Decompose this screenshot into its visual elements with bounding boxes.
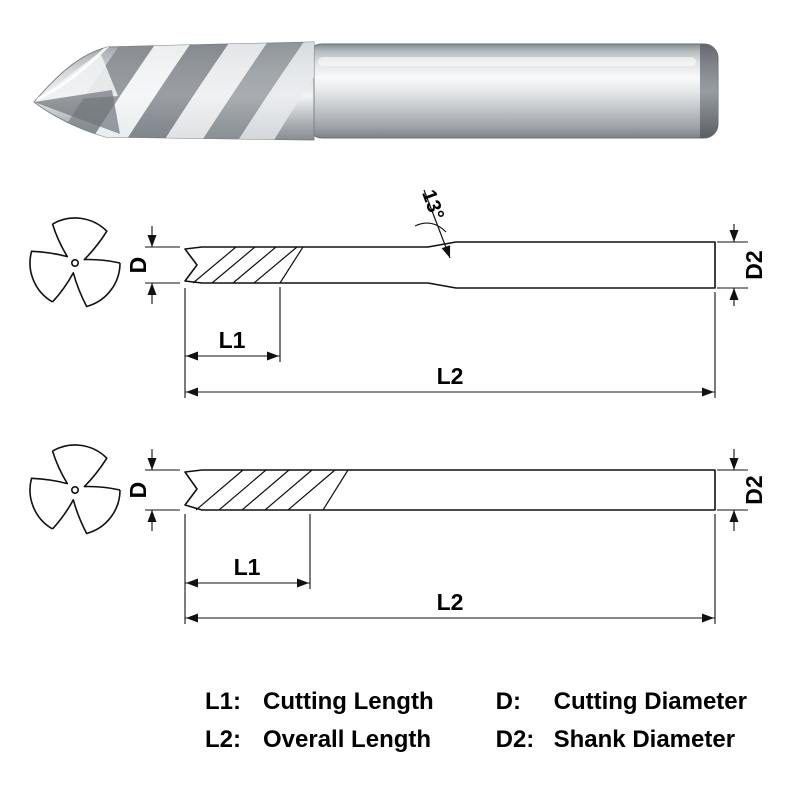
- front-flute-1: [51, 489, 121, 535]
- legend-row-l2: L2: Overall Length: [205, 726, 434, 754]
- legend-value-l1: Cutting Length: [263, 688, 434, 715]
- front-center: [70, 258, 80, 268]
- tip-facet-dark: [34, 90, 120, 134]
- extension-lines-top: [145, 241, 748, 398]
- flute-helix-lines-top: [192, 246, 304, 284]
- tip-edge-highlight: [35, 44, 110, 102]
- dim-d2-label-bottom: D2: [741, 475, 767, 504]
- front-flute-2: [29, 223, 69, 303]
- drawing-long-neck-endmill: 13° D L1 L2 D2: [29, 187, 767, 398]
- legend-column-lengths: L1: Cutting Length L2: Overall Length: [205, 688, 434, 754]
- dim-d2-label-top: D2: [741, 250, 767, 279]
- legend-key-d2: D2:: [495, 726, 535, 753]
- dim-d-label-top: D: [125, 257, 151, 274]
- legend-value-d2: Shank Diameter: [553, 726, 736, 753]
- front-view-bottom: [29, 444, 121, 535]
- dim-l1-label-top: L1: [219, 327, 246, 353]
- photo-shank-end-cap: [700, 44, 718, 138]
- side-view-body-top: [184, 241, 716, 289]
- front-flute-3: [52, 444, 121, 491]
- legend-row-l1: L1: Cutting Length: [205, 688, 434, 716]
- angle-arc: [414, 222, 447, 233]
- front-flute-3: [52, 217, 121, 264]
- legend-value-d: Cutting Diameter: [553, 688, 747, 715]
- angle-arrowhead: [441, 245, 451, 258]
- front-view-top: [29, 217, 121, 308]
- endmill-photo: [33, 41, 719, 141]
- dim-l2-label-top: L2: [437, 363, 464, 389]
- flute-highlight-stripe: [232, 42, 314, 140]
- extension-lines-bottom: [145, 469, 748, 624]
- legend-column-diameters: D: Cutting Diameter D2: Shank Diameter: [496, 688, 747, 754]
- legend: L1: Cutting Length L2: Overall Length D: Cu…: [205, 688, 747, 754]
- front-center: [70, 485, 80, 495]
- photo-shank-highlight: [318, 57, 696, 66]
- side-view-body-bottom: [184, 469, 716, 511]
- photo-flute-spirals: [34, 42, 314, 140]
- legend-row-d2: D2: Shank Diameter: [496, 726, 747, 754]
- dim-l1-label-bottom: L1: [234, 554, 261, 580]
- drawing-standard-endmill: D L1 L2 D2: [29, 444, 767, 624]
- flute-highlight-stripe: [158, 42, 276, 140]
- front-flute-2: [29, 450, 69, 530]
- angle-leader-line: [423, 189, 451, 259]
- legend-key-l2: L2:: [205, 726, 241, 753]
- legend-row-d: D: Cutting Diameter: [496, 688, 747, 716]
- dim-d-label-bottom: D: [125, 482, 151, 499]
- flute-shadow-stripe: [196, 42, 312, 140]
- angle-label: 13°: [417, 187, 448, 223]
- legend-value-l2: Overall Length: [263, 726, 432, 753]
- flute-helix-lines-bottom: [195, 469, 349, 511]
- legend-key-d: D:: [495, 688, 521, 715]
- front-flute-1: [51, 262, 121, 308]
- dim-l2-label-bottom: L2: [437, 589, 464, 615]
- flute-shadow-stripe: [120, 42, 238, 140]
- legend-key-l1: L1:: [205, 688, 241, 715]
